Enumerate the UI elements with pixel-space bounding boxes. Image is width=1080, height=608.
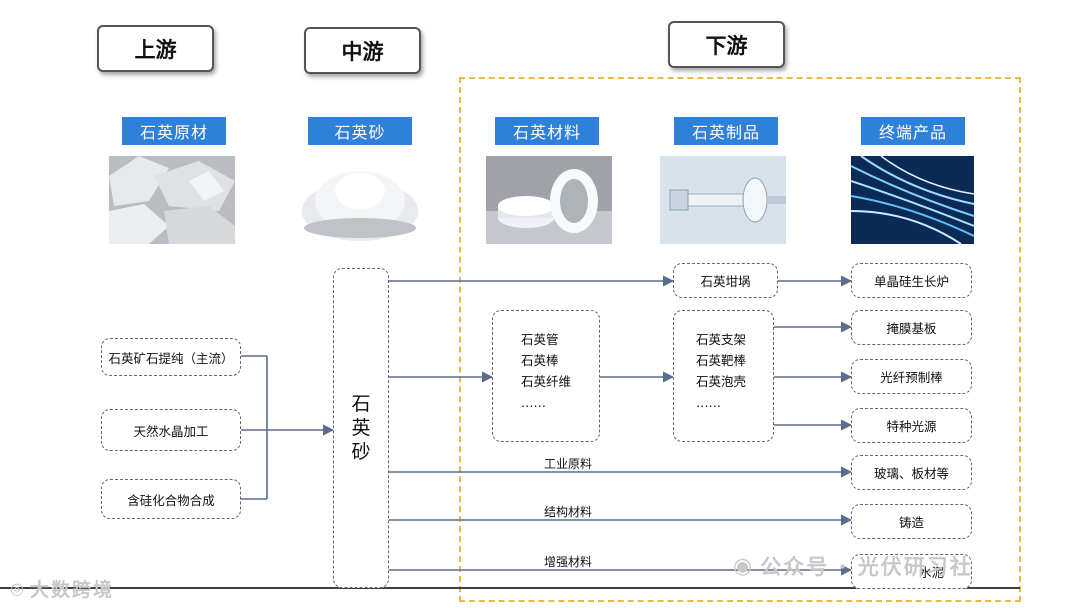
terminal-fiber-preform: 光纤预制棒 (851, 359, 972, 394)
stage-midstream: 中游 (304, 27, 421, 74)
category-quartz-product: 石英制品 (674, 117, 778, 145)
label-industrial-raw: 工业原料 (544, 457, 593, 471)
category-raw-material: 石英原材 (122, 117, 226, 145)
stage-downstream: 下游 (668, 21, 785, 68)
terminal-casting: 铸造 (851, 504, 972, 539)
quartz-rock-image (109, 156, 235, 244)
category-quartz-sand: 石英砂 (308, 117, 412, 145)
quartz-sand-node: 石 英 砂 (333, 268, 389, 588)
source-natural-crystal: 天然水晶加工 (101, 409, 241, 451)
terminal-cement: 水泥 (851, 554, 972, 589)
watermark-left: ◎ 大数跨境 (10, 579, 114, 601)
terminal-special-light: 特种光源 (851, 408, 972, 443)
terminal-mask-substrate: 掩膜基板 (851, 310, 972, 345)
category-quartz-material: 石英材料 (495, 117, 599, 145)
material-item: 石英棒 (521, 353, 559, 368)
material-item: …… (521, 395, 546, 410)
label-reinforcing-material: 增强材料 (544, 555, 593, 569)
downstream-frame (459, 77, 1021, 602)
quartz-sand-char-2: 英 (351, 417, 371, 439)
product-item: 石英泡壳 (696, 374, 747, 389)
material-item: 石英纤维 (521, 374, 572, 389)
category-terminal-product: 终端产品 (861, 117, 965, 145)
quartz-sand-char-1: 石 (351, 393, 371, 415)
watermark-right: ◉ 公众号 · 光伏研习社 (733, 553, 973, 580)
label-structural-material: 结构材料 (544, 505, 593, 519)
quartz-material-image (486, 156, 612, 244)
materials-box: 石英管 石英棒 石英纤维 …… (492, 310, 600, 442)
quartz-sand-image (298, 156, 421, 244)
quartz-product-image (660, 156, 786, 244)
watermark-logo-icon: ◎ (10, 579, 26, 598)
product-item: 石英支架 (696, 332, 747, 347)
optical-fiber-image (851, 156, 974, 244)
source-silicon-compound: 含硅化合物合成 (101, 479, 241, 519)
wechat-icon: ◉ (733, 553, 755, 579)
stage-upstream: 上游 (97, 25, 214, 72)
products-box: 石英支架 石英靶棒 石英泡壳 …… (673, 310, 774, 442)
product-item: 石英靶棒 (696, 353, 747, 368)
terminal-monocrystal-furnace: 单晶硅生长炉 (851, 263, 972, 298)
source-ore-purification: 石英矿石提纯（主流） (101, 338, 241, 376)
material-item: 石英管 (521, 332, 559, 347)
quartz-crucible-box: 石英坩埚 (673, 263, 778, 298)
terminal-glass-board: 玻璃、板材等 (851, 455, 972, 490)
quartz-sand-char-3: 砂 (351, 441, 371, 463)
product-item: …… (696, 395, 721, 410)
